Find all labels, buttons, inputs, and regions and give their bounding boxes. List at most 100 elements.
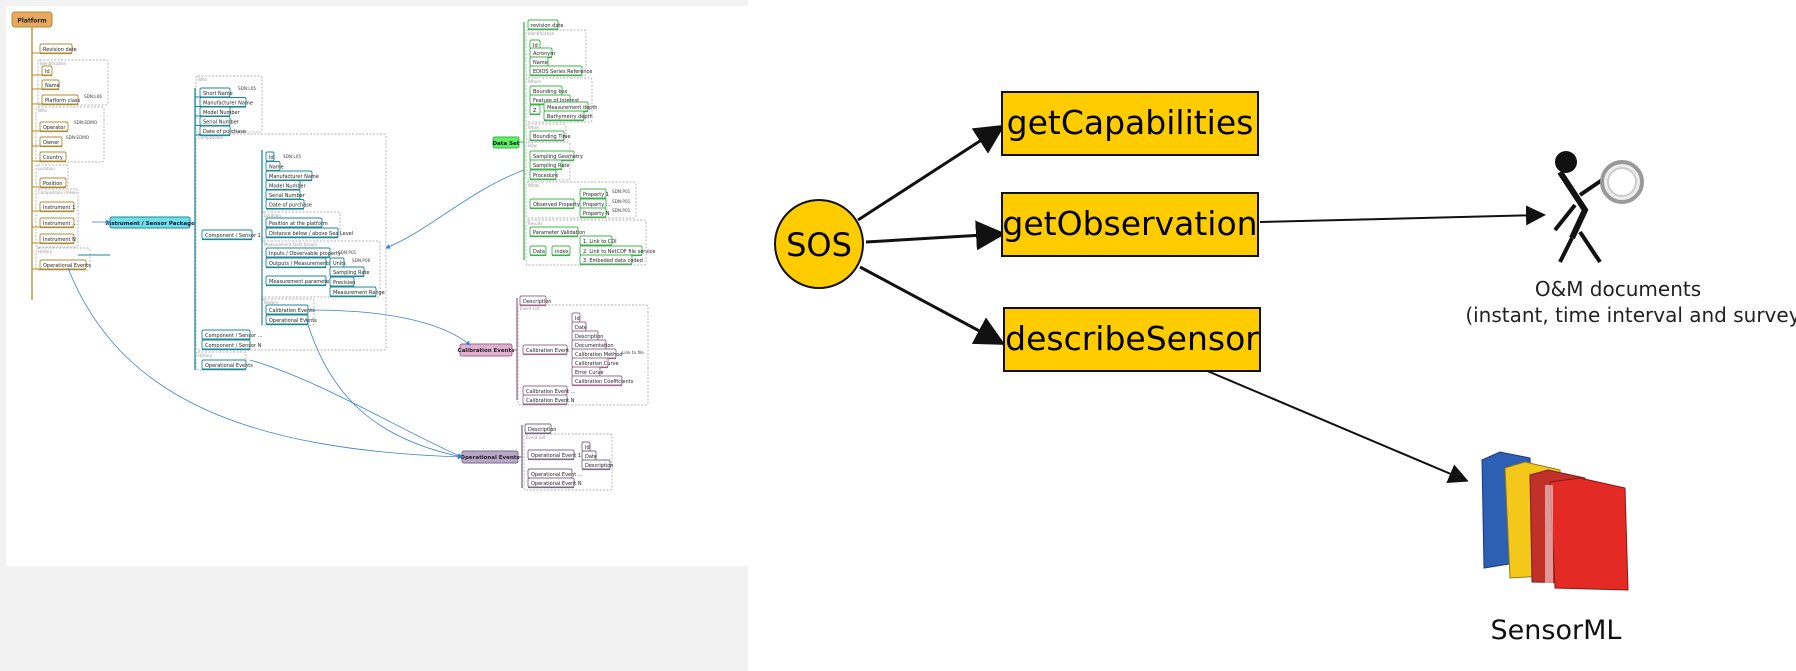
package-composition-group-label: Composition bbox=[198, 135, 223, 140]
platform-item-label: Owner bbox=[43, 140, 60, 146]
component-calibration-events: Calibration Events bbox=[265, 304, 315, 316]
dataset-results-group-label: Results bbox=[528, 221, 542, 226]
dataset-item-label: Observed Property bbox=[533, 202, 580, 208]
meas-outputs: Outputs / Measurements bbox=[265, 257, 331, 269]
calibration-item-label: Calibration Coefficients bbox=[575, 379, 634, 385]
platform-item-label: Id bbox=[45, 69, 50, 75]
platform-item: Platform class bbox=[41, 94, 80, 106]
dataset-item-label: 1. Link to CDI bbox=[583, 239, 617, 245]
platform-item-label: Operational Events bbox=[43, 263, 91, 269]
platform-item-label: Instrument 1 bbox=[43, 205, 75, 211]
dataset-identification-group-label: Identification bbox=[528, 31, 555, 36]
calibration-root: Calibration Events bbox=[458, 343, 515, 357]
calibration-item: Calibration Event N bbox=[522, 394, 575, 406]
operational-item-label: Operational Event N bbox=[531, 481, 582, 487]
sos-label: SOS bbox=[786, 226, 852, 264]
om-caption-line2: (instant, time interval and survey). bbox=[1465, 303, 1796, 327]
dataset-how-group-label: How bbox=[528, 143, 537, 148]
calibration-item-label: Calibration Event N bbox=[526, 398, 575, 404]
om-caption-line1: O&M documents bbox=[1535, 277, 1701, 301]
operational-item: Operational Event N bbox=[527, 477, 582, 489]
dataset-item: 3. Embeded data coded bbox=[579, 254, 643, 266]
arrow-sos-getobservation bbox=[865, 220, 1006, 251]
sensorml-label: SensorML bbox=[1491, 615, 1622, 646]
platform-item-label: Instrument ... bbox=[43, 221, 77, 227]
dataset-item-label: Property 1 bbox=[583, 192, 609, 198]
component-location-group: Location bbox=[261, 211, 341, 239]
mindmap: PlatformIdentificationWhoLocationComposi… bbox=[11, 11, 656, 491]
dataset-item-label: Property N bbox=[583, 211, 610, 217]
component-calibration-events-label: Calibration Events bbox=[269, 308, 315, 314]
component-item-label: Id bbox=[269, 155, 274, 161]
getobservation-box bbox=[1001, 192, 1259, 257]
platform-item: Name bbox=[41, 79, 60, 91]
dataset-item-label: Z bbox=[533, 108, 537, 114]
operational-item-label: Description bbox=[528, 427, 556, 433]
dataset-item-label: 2. Link to NetCDF file service bbox=[583, 249, 656, 255]
calibration-eventlist-group: Event List bbox=[517, 304, 649, 406]
dataset-item: Z bbox=[529, 104, 541, 116]
component-location-group-label: Location bbox=[264, 213, 281, 218]
platform-location-group: Location bbox=[35, 164, 69, 188]
platform-item-label: Revision date bbox=[43, 47, 77, 53]
dataset-item: Acronym bbox=[529, 47, 555, 59]
meas-outputs-label: Outputs / Measurements bbox=[269, 261, 331, 267]
platform-identification-group-label: Identification bbox=[40, 61, 67, 66]
operational-item: Description bbox=[524, 423, 556, 435]
package-operational-events-label: Operational Events bbox=[205, 363, 253, 369]
link-dataset-package bbox=[385, 169, 525, 249]
platform-item: Instrument 1 bbox=[39, 201, 75, 213]
component-item: Date of purchase bbox=[265, 199, 312, 210]
dataset-item: Procedure bbox=[529, 169, 558, 181]
operational-item: Id bbox=[581, 441, 591, 453]
meas-note-1: SDN:P01 bbox=[338, 250, 357, 255]
package-component-1-label: Component / Sensor 1 bbox=[205, 233, 261, 239]
platform-note-3: SDN:EDMO bbox=[66, 135, 90, 140]
dataset-item: Property N bbox=[579, 207, 610, 219]
platform-item: Position bbox=[39, 177, 67, 189]
getcapabilities-box bbox=[1001, 91, 1259, 156]
dataset-when-group-label: When bbox=[528, 125, 540, 130]
calibration-item-label: Calibration Curve bbox=[575, 361, 619, 367]
dataset-item-label: Acronym bbox=[533, 51, 555, 57]
describesensor-box bbox=[1003, 307, 1261, 372]
meas-parameters: Measurement parameters bbox=[265, 275, 334, 287]
meas-range-label: Measurement Range bbox=[333, 290, 385, 296]
calibration-item-label: Calibration Event 1 bbox=[526, 348, 574, 354]
package-who-item-label: Date of purchase bbox=[203, 129, 246, 135]
dataset-where-group: Where bbox=[525, 77, 593, 123]
calibration-item-label: Documentation bbox=[575, 343, 614, 349]
getobservation-label: getObservation bbox=[1002, 204, 1257, 243]
dataset-item-label: Measurement depth bbox=[547, 105, 597, 111]
sos-node bbox=[774, 199, 864, 289]
meas-inputs-label: Inputs / Observable property bbox=[269, 251, 341, 257]
operational-item-label: Operational Event 1 bbox=[531, 453, 581, 459]
calibration-eventlist-group-label: Event List bbox=[520, 306, 540, 311]
platform-history-group-label: History bbox=[38, 249, 53, 254]
dataset-item: Property 1 bbox=[579, 188, 609, 200]
package-who-item-label: Serial Number bbox=[203, 120, 240, 126]
platform-location-group-label: Location bbox=[38, 166, 55, 171]
package-composition-group: Composition bbox=[195, 133, 387, 351]
dataset-root: Data Set bbox=[492, 136, 520, 149]
component-item-label: Model Number bbox=[269, 184, 307, 190]
dataset-item: Name bbox=[529, 56, 549, 68]
operational-item-label: Id bbox=[585, 445, 590, 451]
component-item: Id bbox=[265, 151, 275, 163]
operational-item-label: Operational Event ... bbox=[531, 472, 583, 478]
component-measurement-group-label: Measurement facts (Issue) bbox=[264, 242, 318, 247]
meas-range: Measurement Range bbox=[329, 286, 385, 298]
package-who-item: Date of purchase bbox=[199, 125, 246, 137]
dataset-note-2: SDN:P01 bbox=[612, 199, 631, 204]
platform-item-label: Position bbox=[43, 181, 62, 187]
operational-eventlist-group-label: Event List bbox=[526, 435, 546, 440]
dataset-item-label: Name bbox=[533, 60, 548, 66]
component-location-item: Position at the platform bbox=[265, 217, 328, 229]
dataset-item-label: EDIOS Series Reference bbox=[533, 69, 592, 75]
calibration-link-note: Link to file bbox=[622, 350, 644, 355]
sos-diagram: SOS getCapabilities getObservation descr… bbox=[774, 91, 1796, 646]
package-root: Instrument / Sensor Package bbox=[105, 216, 195, 229]
calibration-item: Date bbox=[571, 321, 587, 333]
dataset-root-label: Data Set bbox=[493, 141, 520, 147]
calibration-item: Calibration Event 1 bbox=[522, 344, 574, 356]
